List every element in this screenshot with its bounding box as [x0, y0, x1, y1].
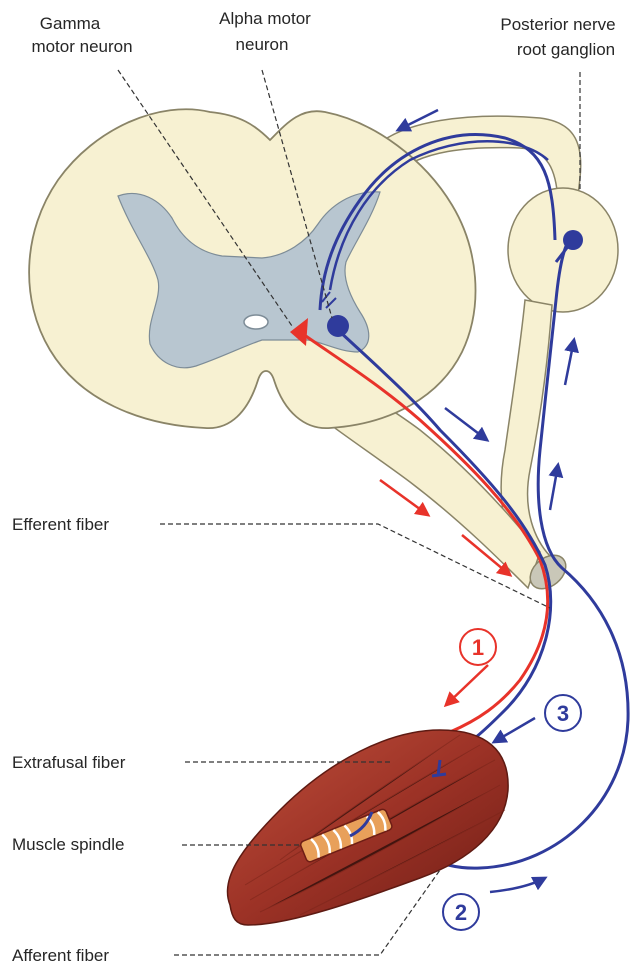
alpha-motor-neuron-body	[327, 315, 349, 337]
arrow-blue-root	[445, 408, 487, 440]
step-1-label: 1	[472, 635, 484, 660]
step-1: 1	[460, 629, 496, 665]
label-efferent-fiber: Efferent fiber	[12, 515, 109, 534]
arrow-red-3	[446, 665, 488, 705]
step-2: 2	[443, 894, 479, 930]
label-gamma-line1: Gamma	[40, 14, 101, 33]
label-alpha-line2: neuron	[236, 35, 289, 54]
label-alpha-line1: Alpha motor	[219, 9, 311, 28]
arrow-blue-2	[490, 878, 545, 892]
arrow-blue-ganglion-up	[565, 340, 574, 385]
label-afferent-fiber: Afferent fiber	[12, 946, 109, 965]
label-muscle-spindle: Muscle spindle	[12, 835, 124, 854]
step-2-label: 2	[455, 900, 467, 925]
central-canal	[244, 315, 268, 329]
arrow-blue-mid-up	[550, 465, 558, 510]
arrow-blue-3	[494, 718, 535, 742]
label-ganglion-line2: root ganglion	[517, 40, 615, 59]
step-3: 3	[545, 695, 581, 731]
label-gamma-line2: motor neuron	[31, 37, 132, 56]
label-extrafusal-fiber: Extrafusal fiber	[12, 753, 126, 772]
label-ganglion-line1: Posterior nerve	[500, 15, 615, 34]
step-3-label: 3	[557, 701, 569, 726]
spinal-cord	[29, 109, 618, 595]
